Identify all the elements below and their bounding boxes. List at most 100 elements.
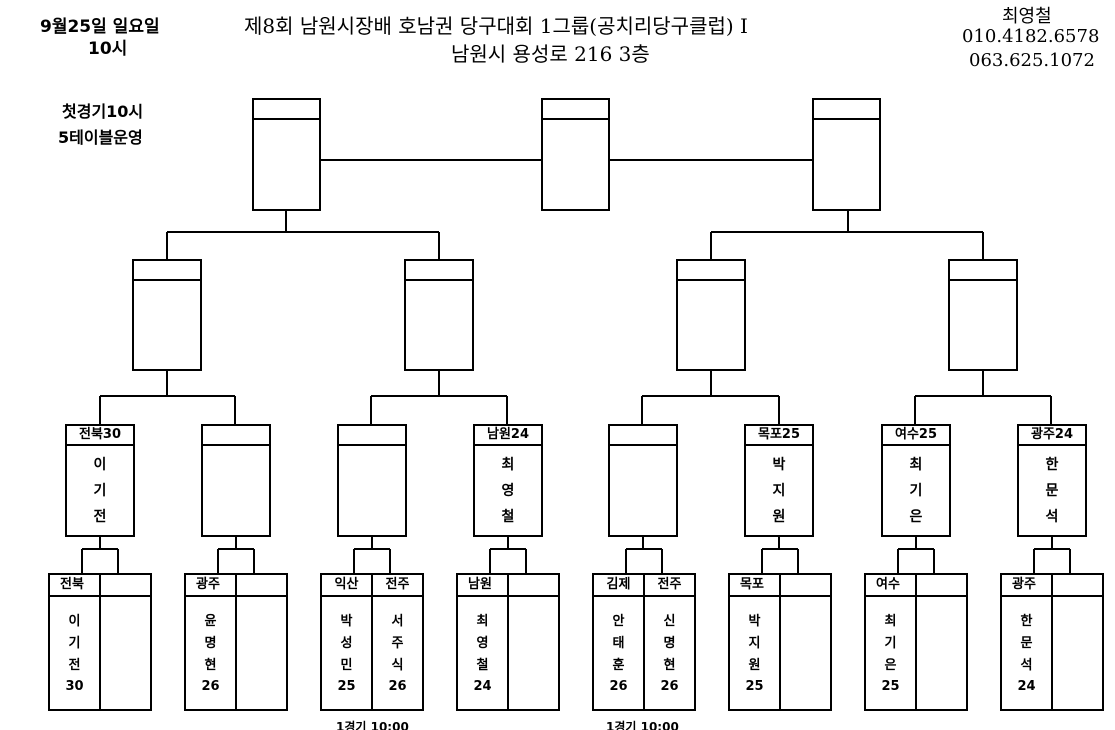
final-header xyxy=(543,100,608,120)
entry-handicap-score: 26 xyxy=(388,679,407,694)
entry-region: 김제 xyxy=(594,575,643,597)
entry-handicap-score: 26 xyxy=(660,679,679,694)
quarterfinal-header xyxy=(134,261,200,281)
entry-handicap-score xyxy=(917,679,966,709)
entry-region: 전북 xyxy=(50,575,99,597)
game-label-2: 1경기 10:00 xyxy=(606,720,679,730)
entry-slot-right xyxy=(99,575,150,709)
quarterfinal-header xyxy=(406,261,472,281)
entry-region: 광주 xyxy=(1002,575,1051,597)
quarterfinal-box-2 xyxy=(404,259,474,371)
entry-handicap-score: 25 xyxy=(745,679,764,694)
event-title: 제8회 남원시장배 호남권 당구대회 1그룹(공치리당구클럽) I xyxy=(244,14,748,38)
entry-region xyxy=(1053,575,1102,597)
entry-slot-right xyxy=(915,575,966,709)
entry-region xyxy=(509,575,558,597)
entry-slot-right xyxy=(235,575,286,709)
entry-handicap-score: 30 xyxy=(65,679,84,694)
round16-header: 목포25 xyxy=(746,426,812,446)
entry-handicap-score: 26 xyxy=(609,679,628,694)
game-label-1: 1경기 10:00 xyxy=(336,720,409,730)
entry-handicap-score: 26 xyxy=(201,679,220,694)
quarterfinal-header xyxy=(950,261,1016,281)
entry-player-name xyxy=(101,597,150,679)
round16-player-name xyxy=(610,446,676,452)
round16-box xyxy=(201,424,271,537)
round16-header: 광주24 xyxy=(1019,426,1085,446)
entry-region: 전주 xyxy=(645,575,694,597)
round16-header xyxy=(339,426,405,446)
quarterfinal-header xyxy=(678,261,744,281)
first-game-note: 첫경기10시 xyxy=(62,102,144,121)
entry-handicap-score: 24 xyxy=(473,679,492,694)
entry-region: 목포 xyxy=(730,575,779,597)
contact-phone-mobile: 010.4182.6578 xyxy=(962,26,1100,47)
entry-region xyxy=(781,575,830,597)
entry-slot-right xyxy=(1051,575,1102,709)
round16-box xyxy=(608,424,678,537)
round16-player-name xyxy=(339,446,405,452)
entry-slot-right xyxy=(507,575,558,709)
entry-handicap-score: 24 xyxy=(1017,679,1036,694)
entry-handicap-score xyxy=(237,679,286,709)
entry-handicap-score: 25 xyxy=(337,679,356,694)
final-box xyxy=(541,98,610,211)
quarterfinal-box-3 xyxy=(676,259,746,371)
entry-region xyxy=(917,575,966,597)
event-time: 10시 xyxy=(88,39,128,59)
round16-header: 남원24 xyxy=(475,426,541,446)
entry-handicap-score xyxy=(509,679,558,709)
entry-handicap-score: 25 xyxy=(881,679,900,694)
entry-player-name xyxy=(917,597,966,679)
semifinal-right-header xyxy=(814,100,879,120)
entry-region: 광주 xyxy=(186,575,235,597)
entry-region: 익산 xyxy=(322,575,371,597)
quarterfinal-box-4 xyxy=(948,259,1018,371)
round16-player-name xyxy=(203,446,269,452)
entry-player-name xyxy=(1053,597,1102,679)
entry-region: 여수 xyxy=(866,575,915,597)
entry-player-name xyxy=(781,597,830,679)
round16-box xyxy=(337,424,407,537)
event-address: 남원시 용성로 216 3층 xyxy=(451,42,650,66)
contact-phone-landline: 063.625.1072 xyxy=(969,50,1095,71)
tables-note: 5테이블운영 xyxy=(58,128,143,147)
semifinal-left-header xyxy=(254,100,319,120)
entry-handicap-score xyxy=(781,679,830,709)
entry-region xyxy=(101,575,150,597)
round16-header xyxy=(203,426,269,446)
entry-handicap-score xyxy=(101,679,150,709)
